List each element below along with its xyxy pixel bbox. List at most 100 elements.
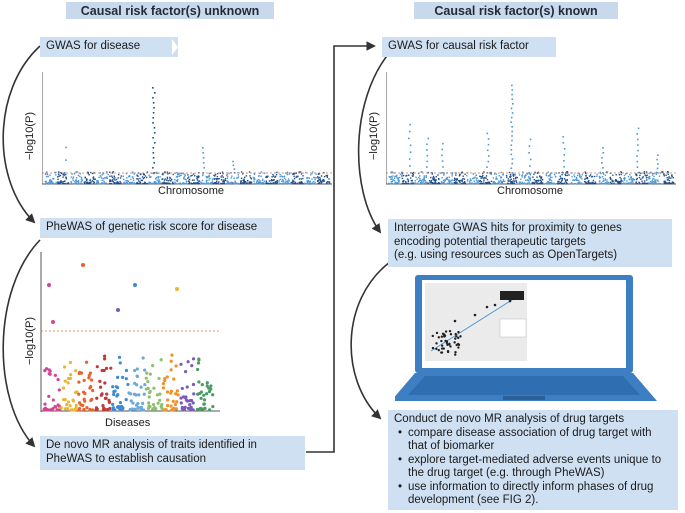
screen-point — [455, 335, 458, 338]
interrogate-box: Interrogate GWAS hits for proximity to g… — [388, 219, 672, 267]
snp-point — [414, 182, 416, 185]
phewas-point — [145, 371, 149, 375]
snp-point — [213, 174, 215, 177]
snp-point — [144, 181, 146, 183]
snp-point — [466, 175, 468, 177]
snp-point — [65, 178, 68, 180]
snp-point — [284, 179, 287, 181]
snp-point — [462, 178, 464, 180]
snp-peak-point — [152, 112, 155, 114]
snp-point — [633, 178, 636, 181]
denovo-mr-line2: PheWAS to establish causation — [46, 452, 207, 465]
snp-point — [279, 175, 281, 178]
snp-point — [596, 182, 598, 185]
gwas-causal-label: GWAS for causal risk factor — [388, 40, 529, 52]
snp-point — [437, 182, 439, 185]
snp-point — [533, 173, 535, 175]
snp-point — [462, 182, 465, 185]
snp-point — [643, 171, 646, 173]
snp-point — [529, 179, 532, 182]
snp-point — [459, 180, 461, 183]
phewas-point — [202, 398, 207, 402]
snp-point — [287, 180, 289, 182]
snp-point — [499, 176, 502, 178]
snp-point — [564, 180, 567, 182]
snp-peak-point — [426, 154, 429, 157]
snp-point — [412, 171, 415, 174]
snp-point — [446, 176, 448, 179]
snp-point — [390, 175, 392, 178]
phewas-point — [169, 404, 173, 408]
snp-point — [420, 179, 422, 182]
snp-point — [309, 180, 312, 182]
snp-point — [136, 181, 138, 184]
snp-peak-point — [408, 137, 410, 140]
phewas-point — [202, 402, 206, 406]
snp-point — [407, 180, 410, 183]
phewas-point — [191, 401, 195, 405]
snp-point — [190, 182, 192, 184]
snp-point — [592, 181, 594, 184]
snp-point — [575, 177, 578, 180]
snp-point — [110, 180, 112, 182]
snp-point — [119, 177, 122, 179]
snp-point — [79, 172, 81, 175]
snp-point — [61, 172, 63, 175]
snp-point — [132, 172, 134, 174]
phewas-point — [88, 408, 92, 412]
snp-point — [553, 182, 555, 185]
snp-point — [210, 182, 212, 185]
snp-point — [661, 171, 663, 173]
phewas-point — [139, 405, 143, 409]
snp-point — [131, 182, 133, 184]
snp-point — [472, 173, 475, 175]
snp-point — [598, 175, 601, 178]
snp-point — [292, 173, 294, 176]
snp-point — [639, 174, 641, 177]
snp-point — [281, 180, 283, 183]
snp-point — [144, 182, 147, 185]
snp-point — [256, 181, 258, 183]
snp-point — [459, 173, 461, 176]
snp-point — [549, 173, 552, 175]
snp-point — [296, 182, 298, 185]
snp-point — [75, 171, 78, 173]
snp-point — [665, 174, 667, 177]
snp-peak-point — [529, 158, 532, 161]
snp-peak-point — [656, 158, 658, 161]
phewas-point — [101, 403, 105, 408]
phewas-point — [169, 391, 173, 395]
snp-point — [498, 174, 500, 177]
snp-point — [480, 177, 482, 180]
denovo-mr-box: De novo MR analysis of traits identified… — [40, 436, 305, 470]
snp-point — [288, 173, 290, 176]
snp-point — [401, 177, 404, 180]
snp-point — [55, 174, 57, 176]
snp-point — [240, 180, 242, 183]
snp-point — [219, 172, 222, 174]
snp-point — [407, 179, 410, 181]
snp-point — [154, 178, 157, 180]
snp-point — [509, 179, 511, 182]
snp-point — [537, 179, 539, 181]
snp-point — [203, 182, 206, 185]
snp-point — [318, 173, 320, 175]
snp-point — [593, 175, 596, 178]
snp-point — [589, 174, 592, 176]
snp-point — [586, 182, 588, 185]
snp-point — [578, 173, 581, 175]
screen-point — [454, 350, 457, 354]
snp-point — [320, 182, 323, 184]
phewas-point — [136, 405, 140, 410]
snp-point — [140, 173, 142, 175]
phewas-xlabel: Diseases — [105, 417, 151, 429]
snp-point — [113, 175, 116, 177]
snp-point — [456, 181, 458, 184]
snp-point — [547, 180, 549, 183]
snp-point — [392, 172, 394, 174]
snp-point — [578, 181, 581, 183]
snp-point — [497, 182, 500, 185]
snp-point — [84, 176, 86, 179]
snp-point — [46, 173, 49, 176]
snp-point — [663, 173, 665, 176]
